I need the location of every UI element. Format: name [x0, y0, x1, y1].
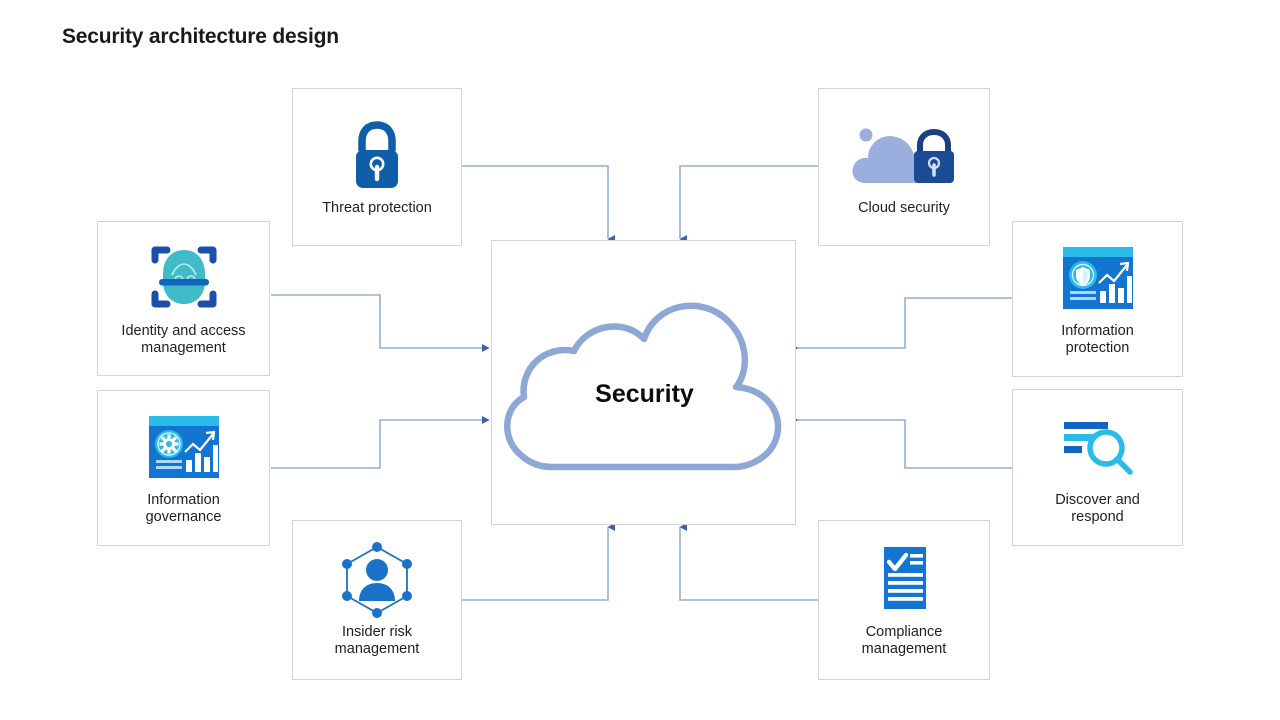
node-label: Cloud security	[858, 199, 950, 216]
node-label: Threat protection	[322, 199, 432, 216]
dashboard-gear-icon	[145, 410, 223, 484]
dashboard-shield-icon	[1059, 241, 1137, 315]
connector-insider-risk-management	[461, 523, 615, 601]
node-label: Identity and access management	[121, 322, 246, 356]
connector-compliance-management	[679, 523, 818, 601]
connector-identity-and-access-management	[271, 294, 490, 352]
filter-search-icon	[1058, 410, 1138, 484]
node-compliance-management[interactable]: Compliance management	[818, 520, 990, 680]
connector-information-governance	[271, 416, 490, 469]
node-label: Discover and respond	[1055, 491, 1140, 525]
node-cloud-security[interactable]: Cloud security	[818, 88, 990, 246]
node-label: Insider risk management	[334, 624, 420, 657]
node-identity-and-access-management[interactable]: Identity and access management	[97, 221, 270, 376]
hexagon-person-icon	[335, 542, 419, 618]
connector-information-protection	[791, 297, 1012, 352]
padlock-icon	[342, 118, 412, 192]
page-title: Security architecture design	[62, 25, 339, 48]
connector-discover-and-respond	[791, 416, 1012, 469]
node-threat-protection[interactable]: Threat protection	[292, 88, 462, 246]
node-label: Information governance	[145, 492, 222, 525]
connector-cloud-security	[679, 165, 818, 243]
cloud-outline-icon	[504, 302, 782, 471]
node-label: Information protection	[1061, 323, 1134, 356]
node-label: Compliance management	[861, 624, 947, 657]
checklist-document-icon	[876, 542, 932, 616]
node-information-governance[interactable]: Information governance	[97, 390, 270, 546]
center-node-label: Security	[595, 380, 694, 408]
node-insider-risk-management[interactable]: Insider risk management	[292, 520, 462, 680]
node-information-protection[interactable]: Information protection	[1012, 221, 1183, 377]
connector-threat-protection	[461, 165, 615, 243]
cloud-lock-icon	[848, 118, 960, 192]
face-scan-icon	[145, 241, 223, 315]
node-discover-and-respond[interactable]: Discover and respond	[1012, 389, 1183, 546]
center-node-security[interactable]: Security	[491, 240, 796, 525]
